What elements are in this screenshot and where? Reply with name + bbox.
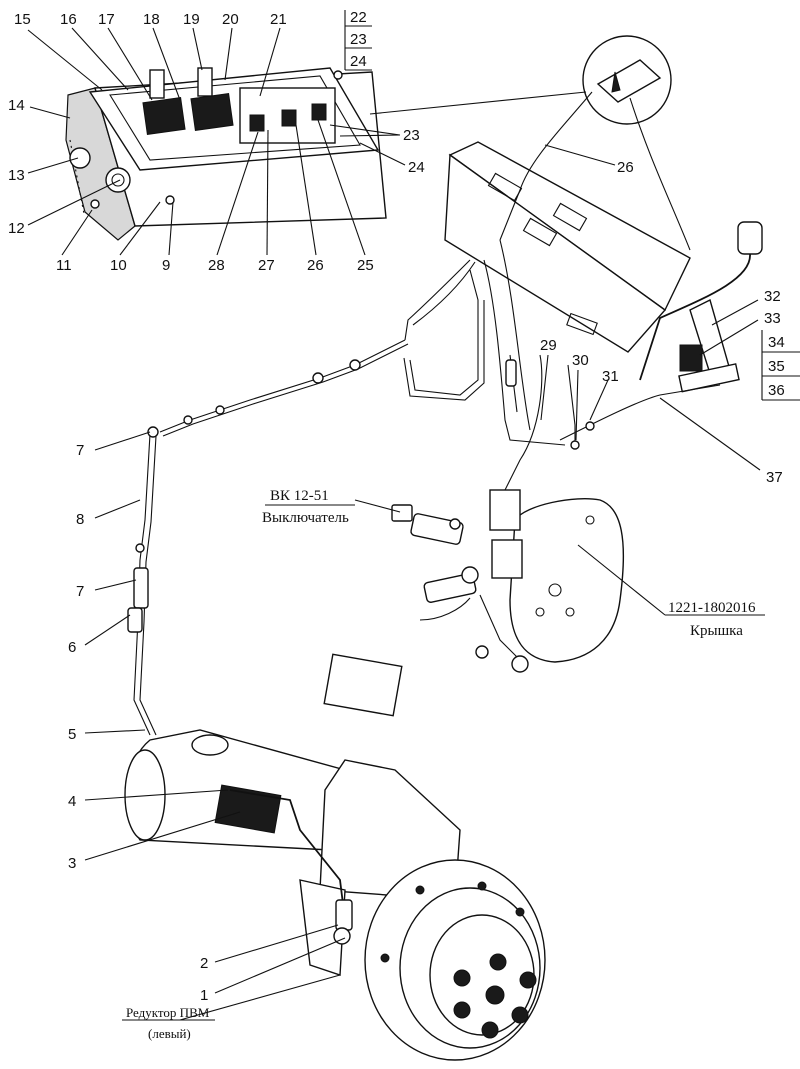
callout-32: 32 [764, 288, 781, 305]
reducer-side-caption: (левый) [148, 1026, 191, 1041]
callout-34: 34 [768, 334, 785, 351]
detail-zoom-circle [369, 35, 672, 125]
cover-name-caption: Крышка [690, 623, 743, 639]
callout-14: 14 [8, 97, 25, 114]
switch-name-caption: Выключатель [262, 510, 349, 526]
callout-8: 8 [76, 511, 84, 528]
callout-23-mid: 23 [403, 127, 420, 144]
callout-6: 6 [68, 639, 76, 656]
callout-20: 20 [222, 11, 239, 28]
callout-28: 28 [208, 257, 225, 274]
callout-27: 27 [258, 257, 275, 274]
callout-36: 36 [768, 382, 785, 399]
cover-code-caption: 1221-1802016 [668, 600, 756, 616]
callout-7-lower: 7 [76, 583, 84, 600]
callout-18: 18 [143, 11, 160, 28]
reducer-name-caption: Редуктор ПВМ [126, 1005, 210, 1020]
callout-23-top: 23 [350, 31, 367, 48]
front-axle-reducer [124, 653, 546, 1061]
callout-25: 25 [357, 257, 374, 274]
callout-35: 35 [768, 358, 785, 375]
callout-24-top: 24 [350, 53, 367, 70]
callout-26-left: 26 [307, 257, 324, 274]
callout-numbers: 15 16 17 18 19 20 21 22 23 24 14 13 12 1… [8, 9, 785, 1004]
cover-assembly [391, 489, 625, 673]
callout-9: 9 [162, 257, 170, 274]
callout-22: 22 [350, 9, 367, 26]
callout-13: 13 [8, 167, 25, 184]
callout-26-right: 26 [617, 159, 634, 176]
callout-7-upper: 7 [76, 442, 84, 459]
captions: ВК 12-51 Выключатель 1221-1802016 Крышка… [126, 488, 756, 1041]
cab-dash-block [444, 141, 691, 353]
callout-24-mid: 24 [408, 159, 425, 176]
callout-16: 16 [60, 11, 77, 28]
callout-12: 12 [8, 220, 25, 237]
callout-17: 17 [98, 11, 115, 28]
callout-5: 5 [68, 726, 76, 743]
pedal-assembly [639, 221, 763, 393]
callout-21: 21 [270, 11, 287, 28]
callout-19: 19 [183, 11, 200, 28]
callout-11: 11 [56, 257, 72, 274]
control-panel-housing [65, 67, 387, 241]
callout-37: 37 [766, 469, 783, 486]
callout-29: 29 [540, 337, 557, 354]
wiring-harness [127, 91, 721, 736]
callout-15: 15 [14, 11, 31, 28]
callout-2: 2 [200, 955, 208, 972]
callout-10: 10 [110, 257, 127, 274]
callout-31: 31 [602, 368, 619, 385]
callout-4: 4 [68, 793, 76, 810]
callout-33: 33 [764, 310, 781, 327]
callout-3: 3 [68, 855, 76, 872]
leader-lines [27, 10, 800, 1021]
switch-code-caption: ВК 12-51 [270, 488, 329, 504]
callout-1: 1 [200, 987, 208, 1004]
callout-30: 30 [572, 352, 589, 369]
